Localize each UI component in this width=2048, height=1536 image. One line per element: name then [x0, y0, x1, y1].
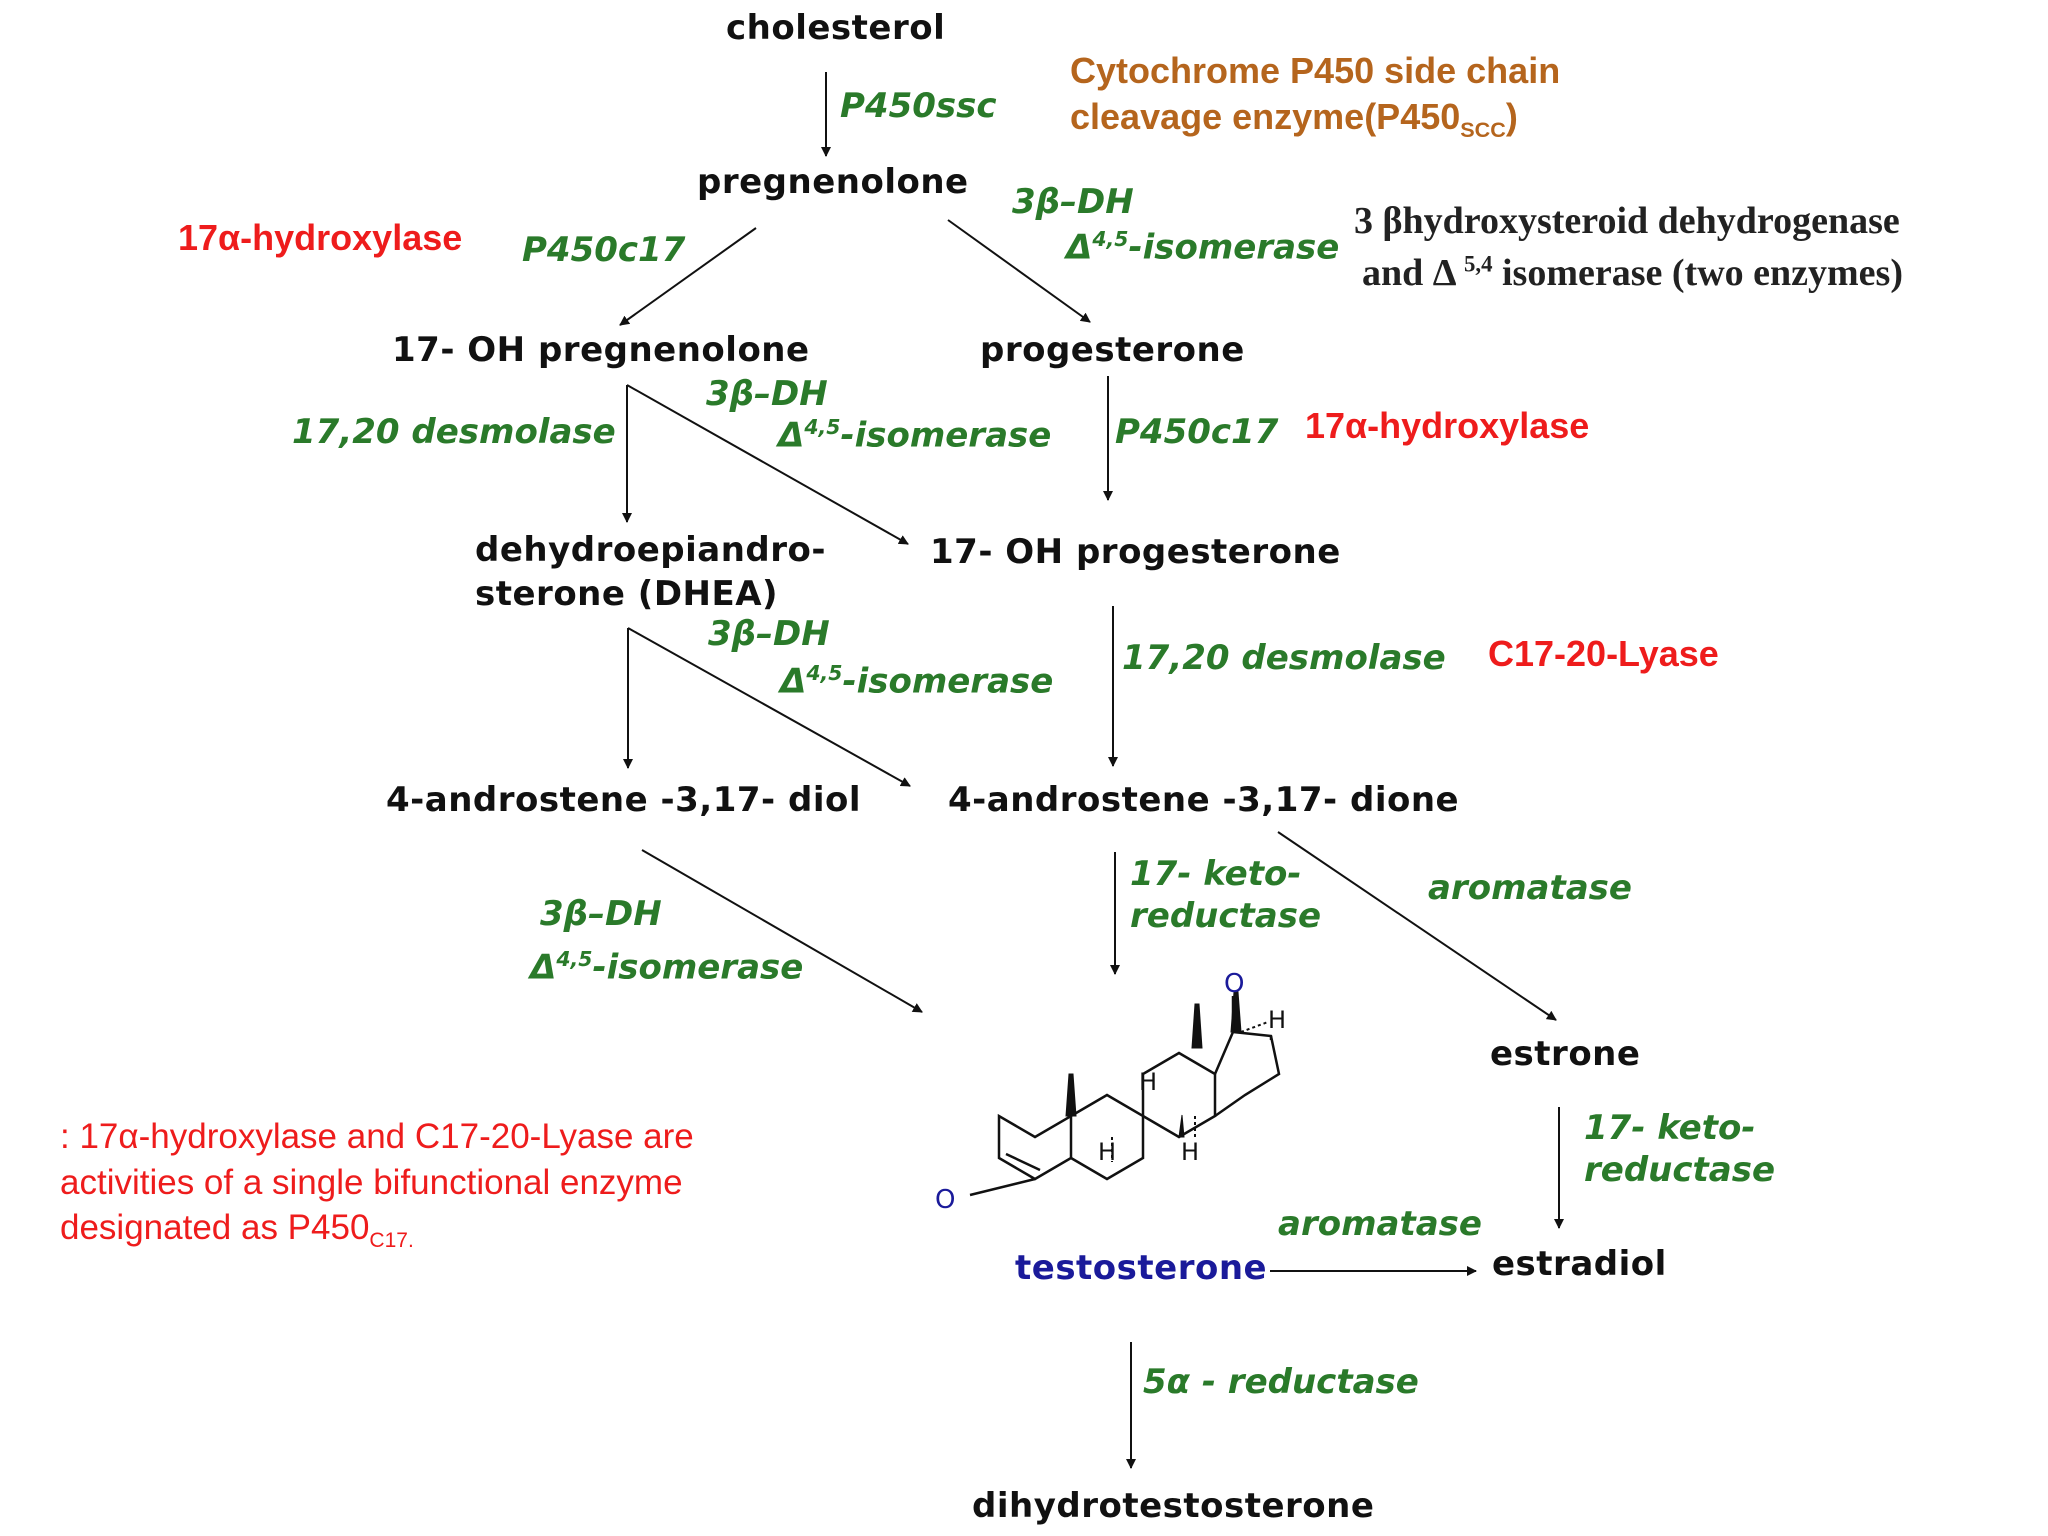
- note-p450scc-sub: SCC: [1460, 117, 1506, 143]
- enzyme-desmolase-1: 17,20 desmolase: [292, 412, 616, 452]
- compound-estrone: estrone: [1490, 1034, 1641, 1074]
- isomerase-suffix: -isomerase: [842, 661, 1054, 702]
- enzyme-keto-reductase-2-line2: reductase: [1584, 1150, 1776, 1190]
- compound-androstenediol: 4-androstene -3,17- diol: [386, 780, 861, 820]
- structure-hydrogen-2: H: [1139, 1068, 1157, 1096]
- isomerase-delta: Δ: [1066, 227, 1093, 268]
- compound-estradiol: estradiol: [1492, 1244, 1667, 1284]
- enzyme-desmolase-2: 17,20 desmolase: [1122, 638, 1446, 678]
- enzyme-isomerase-4: Δ4,5-isomerase: [530, 948, 803, 987]
- structure-hydroxyl-oxygen: O: [1224, 969, 1244, 999]
- note-p450scc-prefix: cleavage enzyme(P450: [1070, 96, 1461, 137]
- enzyme-3bdh-2: 3β–DH: [706, 374, 828, 414]
- isomerase-sup: 4,5: [1092, 227, 1129, 251]
- note-p450scc-line1: Cytochrome P450 side chain: [1070, 50, 1561, 91]
- compound-pregnenolone: pregnenolone: [697, 162, 969, 202]
- enzyme-isomerase-1: Δ4,5-isomerase: [1066, 228, 1339, 267]
- enzyme-aromatase-1: aromatase: [1428, 868, 1632, 908]
- note-hsd-prefix: and Δ: [1362, 252, 1464, 294]
- enzyme-keto-reductase-1-line2: reductase: [1130, 896, 1322, 936]
- isomerase-suffix: -isomerase: [592, 947, 804, 988]
- isomerase-suffix: -isomerase: [1128, 227, 1340, 268]
- note-p450scc-suffix: ): [1505, 96, 1518, 137]
- note-p450scc-line2: cleavage enzyme(P450SCC): [1070, 94, 1518, 144]
- compound-dihydrotestosterone: dihydrotestosterone: [972, 1486, 1375, 1526]
- label-c17-20-lyase: C17-20-Lyase: [1488, 633, 1719, 674]
- arrow-pregnenolone-progesterone: [947, 219, 1091, 323]
- arrow-pregnenolone-17oh-pregnenolone: [619, 227, 757, 326]
- note-hsd-line1: 3 βhydroxysteroid dehydrogenase: [1354, 200, 1900, 242]
- note-hsd-suffix: isomerase (two enzymes): [1492, 252, 1903, 294]
- label-17a-hydroxylase-2: 17α-hydroxylase: [1305, 405, 1590, 446]
- arrow-androstenediol-testosterone: [641, 849, 923, 1013]
- compound-17oh-pregnenolone: 17- OH pregnenolone: [392, 330, 810, 370]
- enzyme-3bdh-3: 3β–DH: [708, 614, 830, 654]
- enzyme-p450ssc: P450ssc: [840, 86, 997, 126]
- compound-androstenedione: 4-androstene -3,17- dione: [948, 780, 1460, 820]
- isomerase-delta: Δ: [780, 661, 807, 702]
- isomerase-sup: 4,5: [804, 415, 841, 439]
- footnote-sub: C17.: [369, 1229, 414, 1252]
- enzyme-isomerase-2: Δ4,5-isomerase: [778, 416, 1051, 455]
- isomerase-delta: Δ: [530, 947, 557, 988]
- enzyme-keto-reductase-2-line1: 17- keto-: [1584, 1108, 1756, 1148]
- compound-testosterone: testosterone: [1015, 1248, 1268, 1288]
- compound-cholesterol: cholesterol: [726, 8, 946, 48]
- enzyme-3bdh-1: 3β–DH: [1012, 182, 1134, 222]
- enzyme-keto-reductase-1-line1: 17- keto-: [1130, 854, 1302, 894]
- enzyme-3bdh-4: 3β–DH: [540, 894, 662, 934]
- note-hsd-line2: and Δ 5,4 isomerase (two enzymes): [1362, 248, 1903, 299]
- enzyme-aromatase-2: aromatase: [1278, 1204, 1482, 1244]
- arrow-17oh-pregnenolone-17oh-progesterone: [626, 384, 909, 545]
- label-17a-hydroxylase-1: 17α-hydroxylase: [178, 217, 463, 258]
- isomerase-sup: 4,5: [806, 661, 843, 685]
- compound-dhea-line1: dehydroepiandro-: [475, 530, 827, 570]
- testosterone-structure: [969, 1030, 1281, 1197]
- isomerase-sup: 4,5: [556, 947, 593, 971]
- isomerase-delta: Δ: [778, 415, 805, 456]
- arrow-dhea-androstenedione: [627, 627, 911, 787]
- enzyme-5a-reductase: 5α - reductase: [1143, 1362, 1419, 1402]
- structure-ketone-oxygen: O: [935, 1185, 955, 1215]
- footnote-text: : 17α-hydroxylase and C17-20-Lyase are a…: [60, 1117, 694, 1247]
- arrow-androstenedione-estrone: [1277, 831, 1557, 1021]
- enzyme-isomerase-3: Δ4,5-isomerase: [780, 662, 1053, 701]
- structure-hydrogen-1: H: [1268, 1006, 1286, 1034]
- enzyme-p450c17-2: P450c17: [1115, 412, 1279, 452]
- compound-17oh-progesterone: 17- OH progesterone: [930, 532, 1341, 572]
- structure-hydrogen-4: H: [1181, 1138, 1199, 1166]
- footnote-bifunctional-enzyme: : 17α-hydroxylase and C17-20-Lyase are a…: [60, 1114, 820, 1254]
- note-hsd-sup: 5,4: [1464, 251, 1493, 277]
- isomerase-suffix: -isomerase: [840, 415, 1052, 456]
- compound-dhea-line2: sterone (DHEA): [475, 574, 779, 614]
- enzyme-p450c17-1: P450c17: [522, 230, 686, 270]
- structure-hydrogen-3: H: [1098, 1138, 1116, 1166]
- compound-progesterone: progesterone: [980, 330, 1245, 370]
